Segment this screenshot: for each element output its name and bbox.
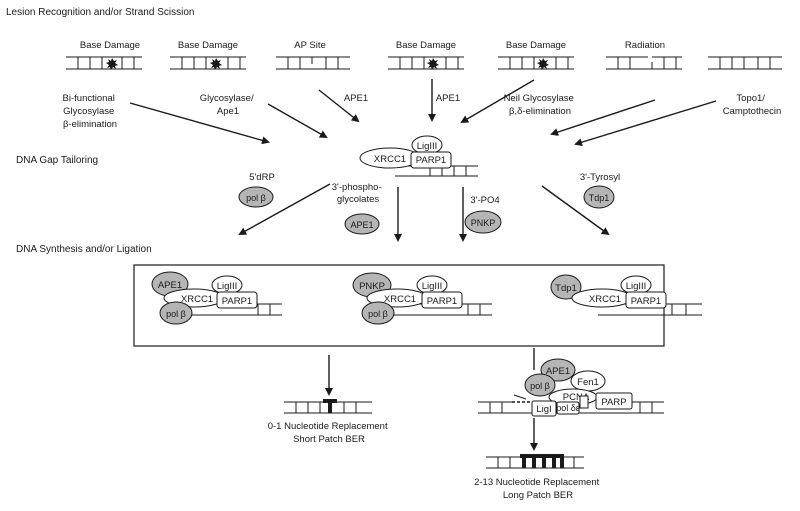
lesion-label-4: Base Damage <box>396 40 456 51</box>
pathway-bifunctional-label: Bi-functional Glycosylase β-elimination <box>63 93 118 130</box>
pathway-topo1-label: Topo1/ Camptothecin <box>723 93 782 117</box>
dna-fragment-6 <box>606 56 682 70</box>
pnkp-label-tailoring: PNKP <box>471 218 496 228</box>
ape1-node-tailoring <box>344 213 380 235</box>
svg-text:LigIII: LigIII <box>217 281 238 292</box>
svg-text:PARP1: PARP1 <box>427 296 457 307</box>
synthesis-complex-2: PNKP XRCC1 LigIII PARP1 pol β <box>352 272 492 325</box>
lesion-label-6: Radiation <box>625 40 665 51</box>
tyrosyl-label: 3'-Tyrosyl <box>580 172 620 183</box>
dna-fragment-7 <box>708 56 782 70</box>
svg-text:pol β: pol β <box>530 381 550 391</box>
polb-node-tailoring <box>238 186 274 208</box>
svg-text:APE1: APE1 <box>158 280 182 291</box>
svg-text:PARP1: PARP1 <box>416 155 446 166</box>
lesion-label-5: Base Damage <box>506 40 566 51</box>
central-complex: XRCC1 LigIII PARP1 <box>359 135 478 177</box>
pathway-ape1-label-b: APE1 <box>436 93 460 104</box>
ape1-label-tailoring: APE1 <box>350 220 373 230</box>
dna-fragment-4 <box>388 56 464 70</box>
section-gap-title: DNA Gap Tailoring <box>16 155 98 166</box>
lesion-label-3: AP Site <box>294 40 326 51</box>
synthesis-complex-3: Tdp1 XRCC1 LigIII PARP1 <box>550 274 702 316</box>
pathway-neil-label: Neil Glycosylase β,δ-elimination <box>504 93 577 117</box>
svg-text:PARP: PARP <box>601 397 626 408</box>
svg-text:XRCC1: XRCC1 <box>384 294 416 305</box>
svg-text:XRCC1: XRCC1 <box>181 294 213 305</box>
polb-label-tailoring: pol β <box>246 193 266 203</box>
pathway-glycosylase-ape1-label: Glycosylase/ Ape1 <box>200 93 257 117</box>
dna-fragment-1 <box>66 56 142 70</box>
svg-text:pol δε: pol δε <box>556 403 580 413</box>
tdp1-node-tailoring <box>583 185 615 209</box>
svg-text:XRCC1: XRCC1 <box>374 154 406 165</box>
section-synthesis-title: DNA Synthesis and/or Ligation <box>16 244 152 255</box>
svg-text:PARP1: PARP1 <box>631 296 661 307</box>
dna-fragment-2 <box>170 56 246 70</box>
svg-text:LigIII: LigIII <box>417 141 438 152</box>
short-patch-label: 0-1 Nucleotide Replacement Short Patch B… <box>268 421 391 445</box>
lesion-label-2: Base Damage <box>178 40 238 51</box>
section-lesion-title: Lesion Recognition and/or Strand Scissio… <box>6 7 194 18</box>
phosphoglycolates-label: 3'-phospho- glycolates <box>332 182 385 205</box>
svg-text:pol β: pol β <box>166 309 186 319</box>
svg-text:APE1: APE1 <box>546 366 570 377</box>
svg-text:Fen1: Fen1 <box>577 377 599 388</box>
long-patch-label: 2-13 Nucleotide Replacement Long Patch B… <box>474 477 602 501</box>
svg-text:PARP1: PARP1 <box>222 296 252 307</box>
lesion-label-1: Base Damage <box>80 40 140 51</box>
synthesis-complex-1: APE1 XRCC1 LigIII PARP1 pol β <box>151 271 282 325</box>
svg-text:pol β: pol β <box>368 309 388 319</box>
long-patch-dna <box>486 454 584 469</box>
dna-fragment-3 <box>276 56 350 70</box>
pnkp-node-tailoring <box>464 210 502 234</box>
dRP-label: 5'dRP <box>249 172 275 183</box>
dna-fragment-5 <box>498 56 574 70</box>
po4-label: 3'-PO4 <box>470 195 499 206</box>
tdp1-label-tailoring: Tdp1 <box>589 193 610 203</box>
parp1-node <box>410 151 452 169</box>
short-patch-dna <box>284 399 372 414</box>
long-patch-complex: APE1 Fen1 pol β PCNA LigI pol δε PARP <box>478 358 664 417</box>
diverging-arrows <box>238 183 610 242</box>
svg-text:LigIII: LigIII <box>626 281 647 292</box>
svg-text:Tdp1: Tdp1 <box>555 283 577 294</box>
svg-text:PCNA: PCNA <box>563 392 590 403</box>
svg-text:PNKP: PNKP <box>359 281 385 292</box>
converging-arrows <box>129 79 717 147</box>
svg-text:XRCC1: XRCC1 <box>589 294 621 305</box>
pathway-ape1-label-a: APE1 <box>344 93 368 104</box>
svg-text:LigI: LigI <box>536 404 551 415</box>
svg-text:LigIII: LigIII <box>422 281 443 292</box>
